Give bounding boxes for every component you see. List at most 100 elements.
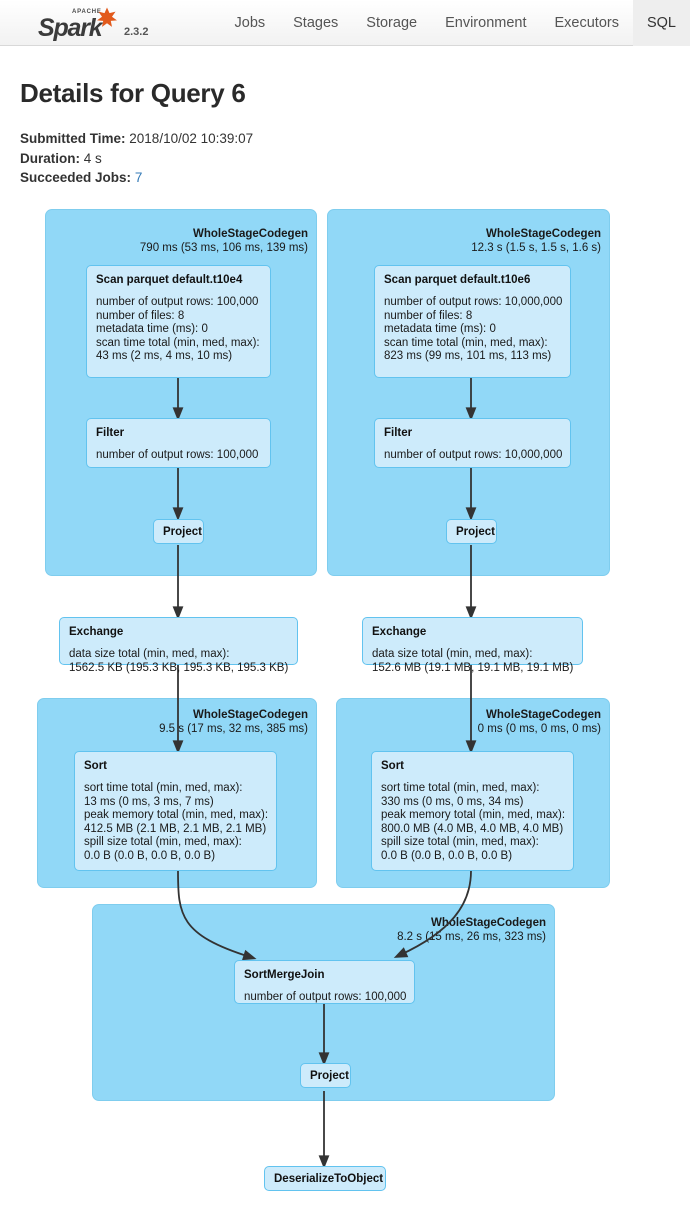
node-metric: 330 ms (0 ms, 0 ms, 34 ms) <box>381 795 524 808</box>
node-deserialize-to-object[interactable]: DeserializeToObject <box>264 1166 386 1191</box>
node-metrics: data size total (min, med, max): 1562.5 … <box>69 648 288 675</box>
cluster-timing: 790 ms (53 ms, 106 ms, 139 ms) <box>139 242 308 254</box>
duration-value: 4 s <box>83 150 102 166</box>
node-title: Scan parquet default.t10e6 <box>384 274 531 286</box>
cluster-timing: 0 ms (0 ms, 0 ms, 0 ms) <box>477 723 601 735</box>
page-title: Details for Query 6 <box>20 78 246 108</box>
cluster-title: WholeStageCodegen <box>485 709 601 721</box>
submitted-time-row: Submitted Time: 2018/10/02 10:39:07 <box>20 129 253 149</box>
node-sort-left[interactable]: Sort sort time total (min, med, max): 13… <box>74 751 277 871</box>
node-metric: 1562.5 KB (195.3 KB, 195.3 KB, 195.3 KB) <box>69 661 289 674</box>
node-metric: scan time total (min, med, max): <box>96 336 260 349</box>
node-sort-right[interactable]: Sort sort time total (min, med, max): 33… <box>371 751 574 871</box>
succeeded-jobs-row: Succeeded Jobs: 7 <box>20 168 253 188</box>
node-project-left[interactable]: Project <box>153 519 204 544</box>
submitted-time-value: 2018/10/02 10:39:07 <box>129 131 254 146</box>
node-metrics: number of output rows: 100,000 <box>244 991 407 1005</box>
duration-label: Duration: <box>20 150 80 166</box>
nav-item-jobs[interactable]: Jobs <box>234 15 266 31</box>
navbar: APACHE Spark 2.3.2 Jobs Stages Storage E… <box>0 0 690 46</box>
query-metadata: Submitted Time: 2018/10/02 10:39:07 Dura… <box>20 129 253 188</box>
nav-item-storage[interactable]: Storage <box>366 15 418 31</box>
node-metric: 0.0 B (0.0 B, 0.0 B, 0.0 B) <box>84 849 216 862</box>
node-title: DeserializeToObject <box>274 1173 384 1185</box>
node-metric: spill size total (min, med, max): <box>84 836 242 848</box>
node-metric: 823 ms (99 ms, 101 ms, 113 ms) <box>384 350 552 362</box>
node-title: SortMergeJoin <box>244 969 325 981</box>
node-metric: data size total (min, med, max): <box>372 648 533 660</box>
node-filter-left[interactable]: Filter number of output rows: 100,000 <box>86 418 271 468</box>
node-exchange-left[interactable]: Exchange data size total (min, med, max)… <box>59 617 298 674</box>
node-metrics: number of output rows: 100,000 number of… <box>96 296 261 364</box>
node-metrics: number of output rows: 10,000,000 <box>384 449 563 463</box>
node-metric: number of files: 8 <box>384 309 473 322</box>
node-title: Filter <box>96 427 125 439</box>
node-metric: 800.0 MB (4.0 MB, 4.0 MB, 4.0 MB) <box>381 822 564 835</box>
cluster-timing: 12.3 s (1.5 s, 1.5 s, 1.6 s) <box>471 242 601 254</box>
spark-star-icon <box>97 7 117 27</box>
node-metric: number of output rows: 100,000 <box>244 991 407 1003</box>
submitted-time-label: Submitted Time: <box>20 131 126 146</box>
node-title: Project <box>310 1070 349 1082</box>
node-metric: number of output rows: 10,000,000 <box>384 296 563 308</box>
node-metrics: number of output rows: 100,000 <box>96 449 261 463</box>
node-metrics: sort time total (min, med, max): 330 ms … <box>381 782 565 863</box>
spark-logo: APACHE Spark <box>38 7 120 42</box>
duration-row: Duration: 4 s <box>20 149 253 169</box>
node-title: Scan parquet default.t10e4 <box>96 274 243 286</box>
node-metric: data size total (min, med, max): <box>69 648 230 660</box>
nav-item-sql[interactable]: SQL <box>632 0 690 46</box>
cluster-title: WholeStageCodegen <box>430 917 546 929</box>
node-metric: number of output rows: 100,000 <box>96 449 259 461</box>
cluster-timing: 9.5 s (17 ms, 32 ms, 385 ms) <box>159 723 308 735</box>
node-title: Project <box>163 526 202 538</box>
nav-item-environment[interactable]: Environment <box>445 15 527 31</box>
node-project-right[interactable]: Project <box>446 519 497 544</box>
node-metric: metadata time (ms): 0 <box>384 323 496 335</box>
node-title: Project <box>456 526 495 538</box>
node-title: Exchange <box>372 626 427 638</box>
node-metrics: sort time total (min, med, max): 13 ms (… <box>84 782 269 863</box>
nav-item-executors[interactable]: Executors <box>554 15 619 31</box>
cluster-label: WholeStageCodegen 8.2 s (15 ms, 26 ms, 3… <box>397 916 546 944</box>
node-metric: 412.5 MB (2.1 MB, 2.1 MB, 2.1 MB) <box>84 822 267 835</box>
nav-item-stages[interactable]: Stages <box>293 15 339 31</box>
cluster-label: WholeStageCodegen 0 ms (0 ms, 0 ms, 0 ms… <box>478 708 601 736</box>
node-scan-left[interactable]: Scan parquet default.t10e4 number of out… <box>86 265 271 378</box>
nav-links: Jobs Stages Storage Environment Executor… <box>221 0 690 46</box>
node-metrics: data size total (min, med, max): 152.6 M… <box>372 648 573 675</box>
node-metric: 13 ms (0 ms, 3 ms, 7 ms) <box>84 795 214 808</box>
spark-wordmark: Spark <box>38 14 103 42</box>
node-metric: peak memory total (min, med, max): <box>84 809 269 821</box>
node-exchange-right[interactable]: Exchange data size total (min, med, max)… <box>362 617 583 674</box>
node-metric: 43 ms (2 ms, 4 ms, 10 ms) <box>96 350 233 362</box>
node-title: Sort <box>84 760 107 772</box>
node-title: Filter <box>384 427 413 439</box>
node-metric: sort time total (min, med, max): <box>84 782 243 794</box>
cluster-label: WholeStageCodegen 12.3 s (1.5 s, 1.5 s, … <box>471 227 601 255</box>
node-metric: 152.6 MB (19.1 MB, 19.1 MB, 19.1 MB) <box>372 661 574 674</box>
node-metric: number of output rows: 100,000 <box>96 296 259 308</box>
node-project-join[interactable]: Project <box>300 1063 351 1088</box>
cluster-title: WholeStageCodegen <box>485 228 601 240</box>
node-title: Exchange <box>69 626 124 638</box>
node-metric: spill size total (min, med, max): <box>381 836 539 848</box>
node-metrics: number of output rows: 10,000,000 number… <box>384 296 563 364</box>
spark-version: 2.3.2 <box>124 26 149 38</box>
cluster-title: WholeStageCodegen <box>192 709 308 721</box>
spark-brand[interactable]: APACHE Spark 2.3.2 <box>38 5 149 42</box>
succeeded-jobs-link[interactable]: 7 <box>134 170 143 185</box>
node-metric: sort time total (min, med, max): <box>381 782 540 794</box>
node-metric: 0.0 B (0.0 B, 0.0 B, 0.0 B) <box>381 849 513 862</box>
node-metric: number of output rows: 10,000,000 <box>384 449 563 461</box>
node-metric: metadata time (ms): 0 <box>96 323 208 335</box>
cluster-timing: 8.2 s (15 ms, 26 ms, 323 ms) <box>397 931 546 943</box>
succeeded-jobs-label: Succeeded Jobs: <box>20 170 132 185</box>
node-metric: scan time total (min, med, max): <box>384 336 548 349</box>
node-scan-right[interactable]: Scan parquet default.t10e6 number of out… <box>374 265 571 378</box>
node-metric: number of files: 8 <box>96 309 185 322</box>
node-filter-right[interactable]: Filter number of output rows: 10,000,000 <box>374 418 571 468</box>
node-sortmergejoin[interactable]: SortMergeJoin number of output rows: 100… <box>234 960 415 1004</box>
